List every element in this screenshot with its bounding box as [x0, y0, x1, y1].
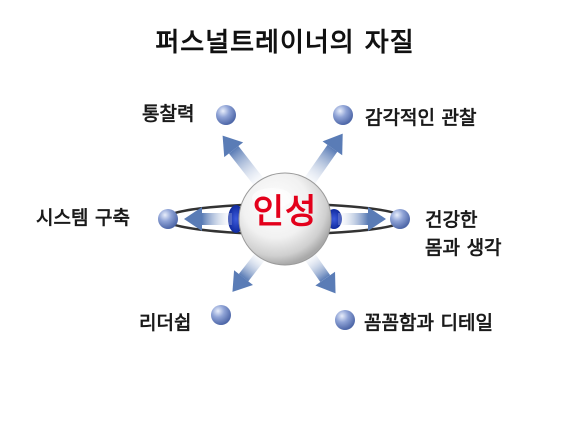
arrow-to-health [338, 207, 386, 231]
label-observation: 감각적인 관찰 [365, 107, 477, 129]
node-observation [333, 105, 353, 125]
center-label: 인성 [252, 192, 318, 232]
node-insight [216, 105, 236, 125]
diagram-title: 퍼스널트레이너의 자질 [155, 28, 415, 58]
arrow-to-insight [222, 135, 267, 190]
label-health-line2: 몸과 생각 [425, 237, 502, 259]
arrow-to-observation [301, 133, 343, 190]
arrow-to-system [184, 207, 232, 231]
label-insight: 통찰력 [142, 103, 195, 125]
node-health [390, 209, 410, 229]
label-health-line1: 건강한 [425, 209, 478, 231]
label-system: 시스템 구축 [36, 207, 131, 229]
node-detail [335, 310, 355, 330]
node-leadership [211, 305, 231, 325]
node-system [158, 209, 178, 229]
arrow-to-detail [303, 250, 336, 294]
label-leadership: 리더쉽 [139, 312, 192, 334]
label-detail: 꼼꼼함과 디테일 [364, 312, 493, 334]
arrow-to-leadership [232, 250, 267, 292]
